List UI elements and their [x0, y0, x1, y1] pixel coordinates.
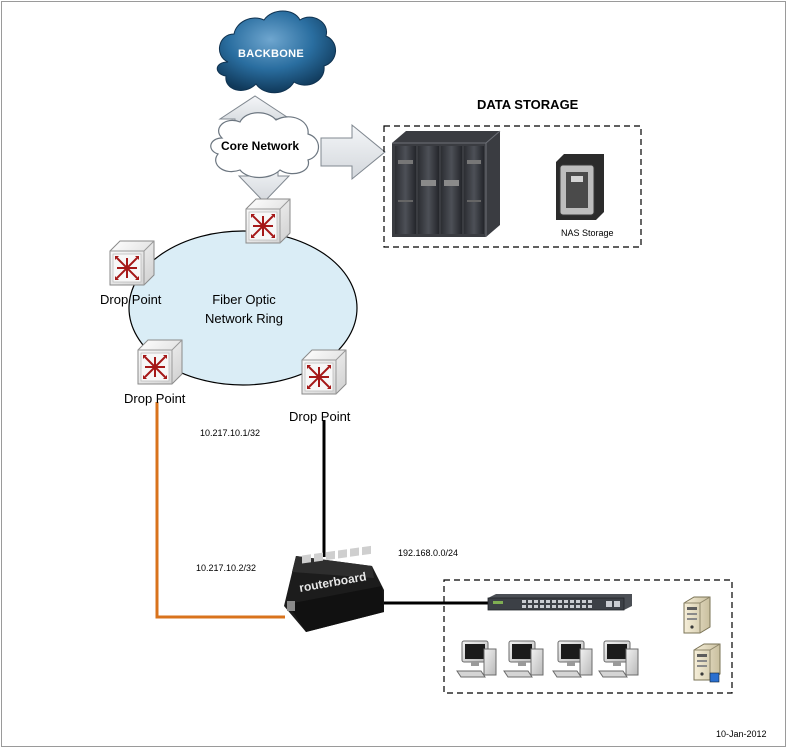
data-storage-box: [383, 125, 642, 248]
ip-label-router-link: 10.217.10.2/32: [196, 563, 257, 573]
workstation-icon: [552, 640, 593, 678]
fiber-ring-label-line1: Fiber Optic: [212, 292, 276, 307]
server-badge-icon: [709, 672, 720, 683]
drop-point-switch-icon: [137, 339, 183, 385]
workstation-icon: [598, 640, 639, 678]
workstation-icon: [503, 640, 544, 678]
lan-switch-icon: [487, 594, 632, 611]
drop-point-label: Drop Point: [124, 391, 186, 406]
fiber-ring-label: Fiber Optic Network Ring: [189, 290, 299, 328]
router-icon: routerboard: [284, 545, 384, 632]
drop-point-label: Drop Point: [289, 409, 351, 424]
core-network-cloud: [210, 112, 320, 179]
workstation-icon: [456, 640, 497, 678]
lan-box: [443, 579, 733, 694]
core-network-label: Core Network: [221, 139, 300, 153]
backbone-cloud: [216, 10, 336, 94]
orange-link: [155, 402, 285, 619]
rack-server-icon: [392, 130, 501, 237]
drop-point-label: Drop Point: [100, 292, 162, 307]
backbone-label: BACKBONE: [238, 48, 304, 60]
date-label: 10-Jan-2012: [716, 729, 767, 739]
data-storage-title: DATA STORAGE: [477, 97, 579, 112]
ip-label-drop-link: 10.217.10.1/32: [200, 428, 261, 438]
drop-point-switch-icon: [301, 349, 347, 395]
server-icon: [683, 596, 711, 634]
core-switch-icon: [245, 198, 291, 244]
fiber-ring: [128, 230, 358, 386]
nas-storage-icon: [556, 154, 604, 220]
fiber-ring-label-line2: Network Ring: [204, 311, 284, 326]
nas-storage-label: NAS Storage: [561, 228, 614, 238]
right-arrow-to-storage: [320, 123, 386, 181]
drop-point-switch-icon: [109, 240, 155, 286]
ip-label-lan: 192.168.0.0/24: [398, 548, 459, 558]
